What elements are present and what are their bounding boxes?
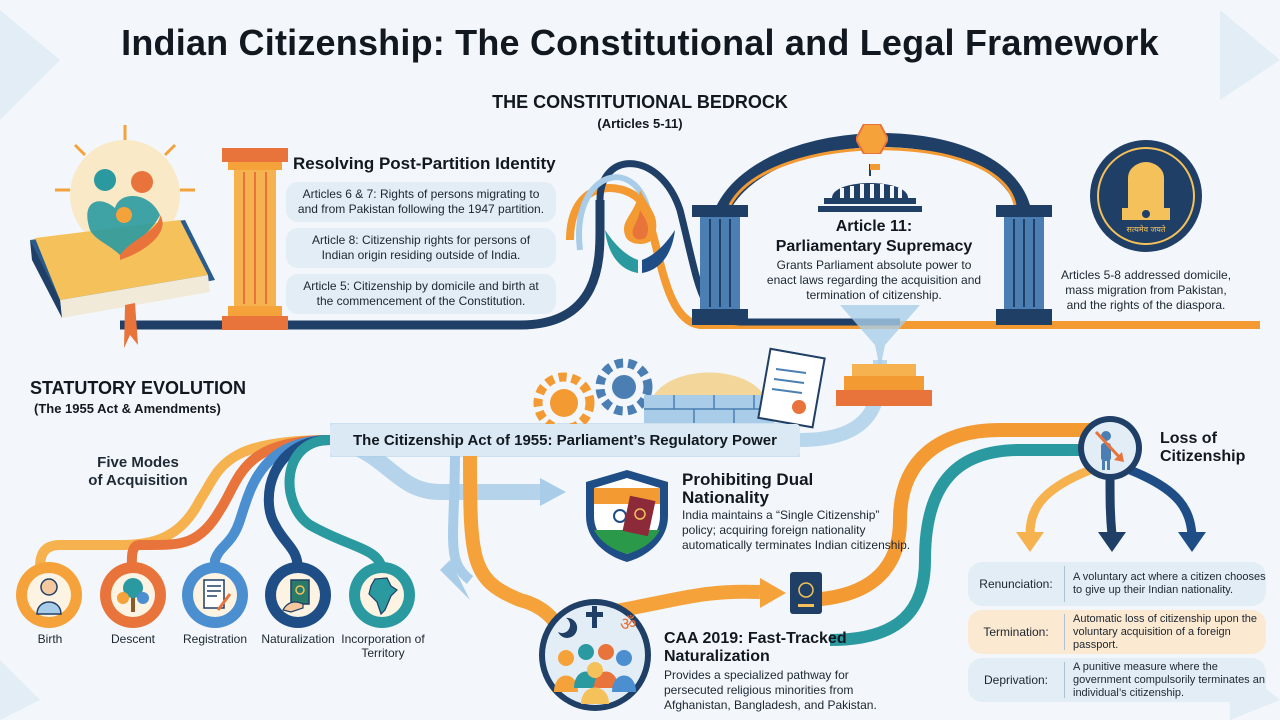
loss-label-renunciation: Renunciation: <box>979 577 1053 591</box>
caa-heading-line1: CAA 2019: Fast-Tracked <box>664 630 847 647</box>
gears-documents-illustration <box>524 345 844 434</box>
mode-birth-circle <box>16 562 82 628</box>
dual-heading-line1: Prohibiting Dual <box>682 470 814 489</box>
document-pen-icon <box>193 573 237 617</box>
loss-desc-renunciation: A voluntary act where a citizen chooses … <box>1064 566 1266 602</box>
loss-row-deprivation: Deprivation: A punitive measure where th… <box>968 658 1266 702</box>
passport-hand-icon <box>276 573 320 617</box>
mode-naturalization-label: Naturalization <box>261 632 335 646</box>
baby-icon <box>27 573 71 617</box>
statutory-subheading: (The 1955 Act & Amendments) <box>34 401 221 416</box>
mode-registration-circle <box>182 562 248 628</box>
loss-row-renunciation: Renunciation: A voluntary act where a ci… <box>968 562 1266 606</box>
svg-text:ॐ: ॐ <box>620 614 636 635</box>
flame-hands-icon <box>600 185 680 275</box>
arch-right-pillar-icon <box>996 205 1052 325</box>
religions-community-icon: ॐ <box>536 596 654 714</box>
loss-desc-deprivation: A punitive measure where the government … <box>1064 661 1266 699</box>
emblem-note: Articles 5-8 addressed domicile, mass mi… <box>1060 268 1232 312</box>
pillar-icon <box>222 148 288 330</box>
person-loss-icon <box>1076 414 1144 482</box>
dual-heading-line2: Nationality <box>682 488 769 507</box>
mode-descent-circle <box>100 562 166 628</box>
shield-passport-icon <box>582 468 672 564</box>
article11-heading-line1: Article 11: <box>835 218 913 235</box>
mode-birth-label: Birth <box>37 632 63 646</box>
loss-label-deprivation: Deprivation: <box>983 673 1049 687</box>
loss-row-termination: Termination: Automatic loss of citizensh… <box>968 610 1266 654</box>
parliament-icon <box>818 162 922 216</box>
constitutional-subheading: (Articles 5-11) <box>597 116 683 131</box>
article11-body: Grants Parliament absolute power to enac… <box>766 258 982 302</box>
loss-label-termination: Termination: <box>983 625 1049 639</box>
constitution-book-illustration <box>20 120 220 350</box>
emblem-motto: सत्यमेव जयते <box>1126 225 1166 234</box>
gear-icon <box>533 347 826 434</box>
loss-desc-termination: Automatic loss of citizenship upon the v… <box>1064 613 1266 651</box>
dual-body: India maintains a “Single Citizenship” p… <box>682 508 911 552</box>
mode-incorporation-circle <box>349 562 415 628</box>
five-modes-heading-line1: Five Modes <box>97 454 179 471</box>
loss-heading-line1: Loss of <box>1160 430 1217 447</box>
partition-item-article-8: Article 8: Citizenship rights for person… <box>286 228 556 268</box>
india-map-icon <box>360 573 404 617</box>
podium-icon <box>836 364 932 408</box>
family-tree-icon <box>111 573 155 617</box>
mode-incorporation-label: Incorporation of Territory <box>341 632 425 660</box>
arch-keystone-icon <box>854 123 890 155</box>
book-icon <box>30 125 215 348</box>
constitutional-heading: THE CONSTITUTIONAL BEDROCK <box>492 92 788 112</box>
statutory-heading: STATUTORY EVOLUTION <box>30 378 247 398</box>
caa-body: Provides a specialized pathway for perse… <box>664 668 877 712</box>
caa-heading-line2: Naturalization <box>664 648 770 665</box>
national-emblem-icon: सत्यमेव जयते <box>1088 138 1204 254</box>
mode-registration-label: Registration <box>182 632 248 646</box>
passport-icon <box>790 572 822 614</box>
article11-heading-line2: Parliamentary Supremacy <box>775 238 973 255</box>
mode-descent-label: Descent <box>110 632 156 646</box>
partition-item-article-5: Article 5: Citizenship by domicile and b… <box>286 274 556 314</box>
arch-left-pillar-icon <box>692 205 748 325</box>
citizenship-act-banner: The Citizenship Act of 1955: Parliament’… <box>330 424 800 456</box>
loss-heading-line2: Citizenship <box>1160 448 1246 465</box>
page-title: Indian Citizenship: The Constitutional a… <box>121 22 1159 63</box>
partition-heading: Resolving Post-Partition Identity <box>293 154 556 173</box>
mode-naturalization-circle <box>265 562 331 628</box>
five-modes-heading-line2: of Acquisition <box>88 472 188 489</box>
partition-item-articles-6-7: Articles 6 & 7: Rights of persons migrat… <box>286 182 556 222</box>
